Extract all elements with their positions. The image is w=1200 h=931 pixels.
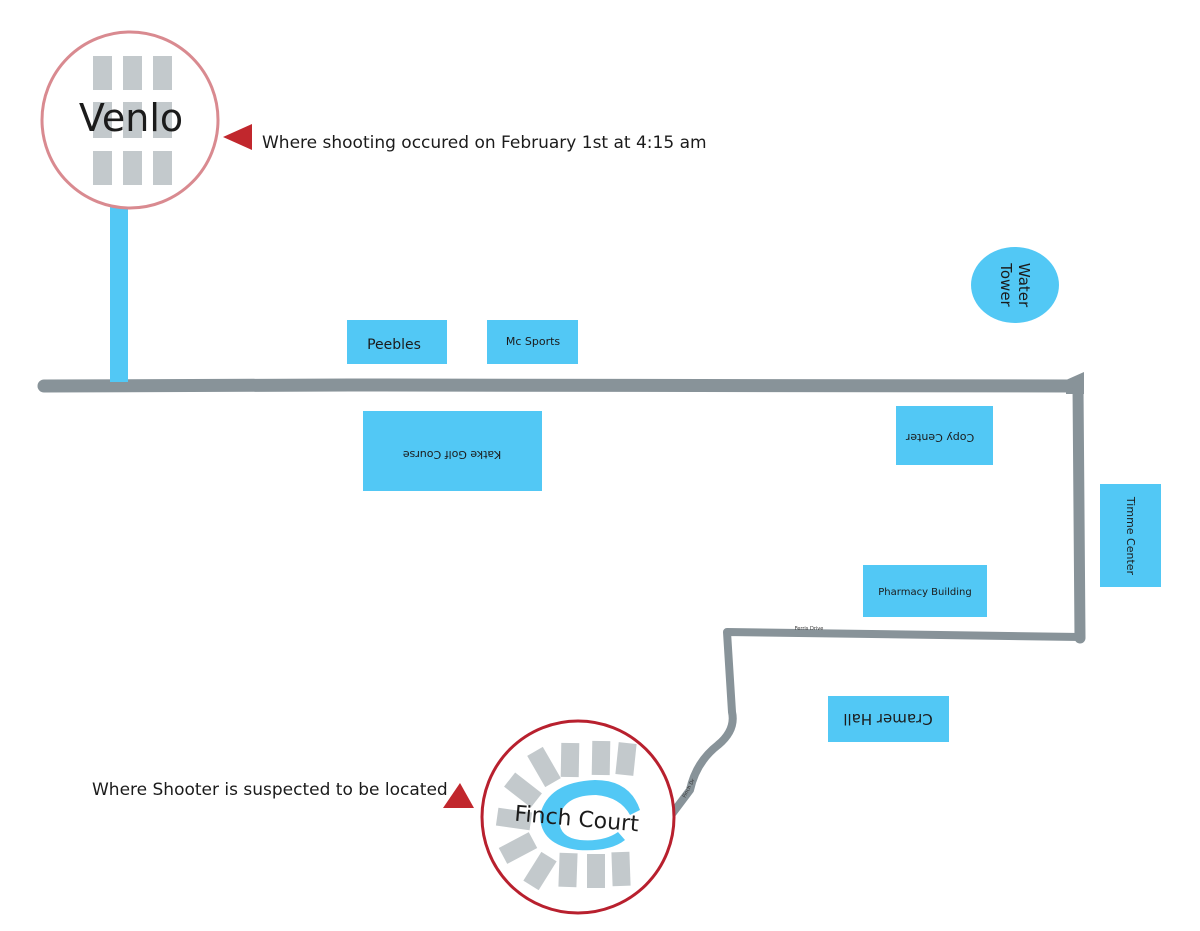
- venlo-block: [93, 102, 112, 138]
- building-katke-golf-course[interactable]: Katke Golf Course: [363, 411, 542, 491]
- ferris-drive-label: Ferris Drive: [795, 626, 824, 632]
- finch-block: [527, 746, 561, 788]
- building-label: Timme Center: [1124, 496, 1137, 576]
- building-shape: [828, 696, 949, 742]
- building-shape: [363, 411, 542, 491]
- building-label: Copy Center: [905, 431, 974, 444]
- building-timme-center[interactable]: Timme Center: [1100, 484, 1161, 587]
- building-shape: [896, 406, 993, 465]
- water-tower-label-line2: Tower: [997, 262, 1015, 307]
- finch-court-loop: [540, 780, 640, 851]
- venlo-block: [123, 56, 142, 90]
- shooter-annotation: Where Shooter is suspected to be located: [92, 780, 448, 800]
- main-road: [37, 378, 1079, 393]
- building-mc-sports[interactable]: Mc Sports: [487, 320, 578, 364]
- venlo-block: [153, 56, 172, 90]
- venlo-block: [153, 151, 172, 185]
- building-peebles[interactable]: Peebles: [347, 320, 447, 364]
- venlo-block: [123, 151, 142, 185]
- ferris-drive-road: [662, 628, 1084, 826]
- building-shape: [1100, 484, 1161, 587]
- building-shape: [487, 320, 578, 364]
- finch-block: [560, 742, 580, 778]
- finch-block: [611, 851, 631, 887]
- water-tower[interactable]: Water Tower: [971, 247, 1059, 323]
- shooting-marker-icon: [223, 124, 252, 150]
- finch-block: [498, 832, 538, 864]
- finch-block: [591, 740, 611, 776]
- building-label: Cramer Hall: [843, 710, 932, 728]
- shooting-annotation: Where shooting occured on February 1st a…: [262, 133, 707, 153]
- building-shape: [863, 565, 987, 617]
- east-road: [1072, 380, 1086, 644]
- finch-block: [615, 742, 637, 776]
- venlo-area[interactable]: Venlo: [40, 30, 220, 210]
- shooter-marker-icon: [443, 783, 474, 808]
- finch-block: [495, 807, 533, 831]
- water-tower-label-line1: Water: [1015, 263, 1033, 308]
- finch-block: [558, 852, 578, 888]
- venlo-block: [153, 102, 172, 138]
- venlo-block: [93, 151, 112, 185]
- building-label: Pharmacy Building: [878, 587, 971, 598]
- water-tower-shape: [971, 247, 1059, 323]
- finch-court-area[interactable]: Finch Court: [480, 719, 676, 915]
- venlo-label: Venlo: [79, 96, 183, 140]
- building-label: Peebles: [367, 337, 421, 353]
- venlo-block: [123, 102, 142, 138]
- building-copy-center[interactable]: Copy Center: [896, 406, 993, 465]
- building-cramer-hall[interactable]: Cramer Hall: [828, 696, 949, 742]
- building-label: Katke Golf Course: [403, 448, 502, 461]
- building-pharmacy[interactable]: Pharmacy Building: [863, 565, 987, 617]
- building-label: Mc Sports: [506, 335, 561, 348]
- venlo-block: [93, 56, 112, 90]
- finch-block: [504, 772, 542, 808]
- venlo-connector: [110, 200, 128, 382]
- finch-block: [523, 851, 557, 891]
- building-shape: [347, 320, 447, 364]
- finch-block: [587, 854, 605, 888]
